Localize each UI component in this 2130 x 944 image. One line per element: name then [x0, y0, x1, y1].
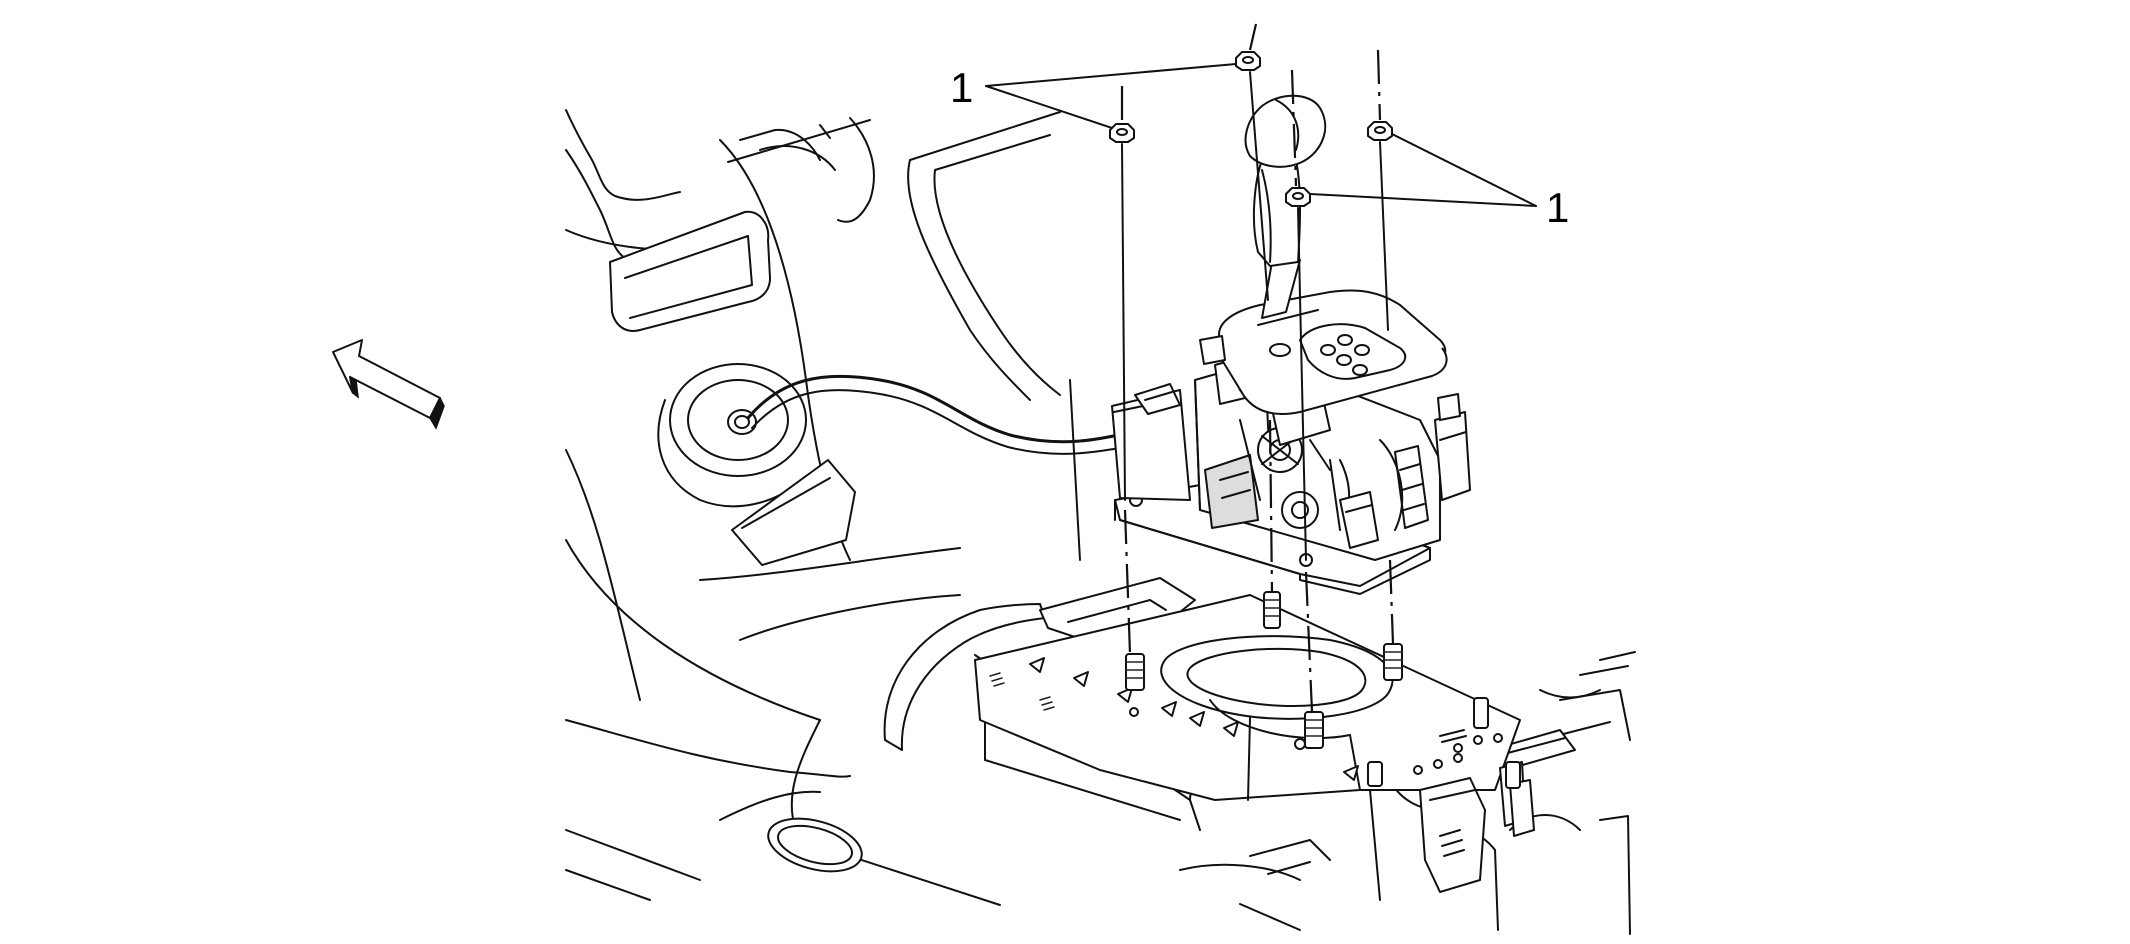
vehicle-floor-structure: [565, 109, 1636, 935]
small-bolts: [989, 672, 1503, 775]
shifter-mechanism: [1204, 357, 1471, 549]
floor-drain-plug: [767, 817, 863, 873]
forward-direction-arrow-icon: [332, 339, 445, 430]
retaining-clips: [1029, 657, 1359, 781]
seat-belt-buckle: [609, 210, 771, 332]
callout-leaders: [985, 63, 1537, 207]
nut-icon: [1109, 51, 1393, 207]
cable-grommet: [657, 363, 807, 508]
wiring-connector: [1419, 761, 1535, 893]
alignment-lines: [1120, 23, 1395, 713]
callout-label-right: 1: [1546, 184, 1569, 231]
callout-label-left: 1: [950, 64, 973, 111]
stud-icon: [1125, 591, 1521, 789]
shift-control-assembly: [1111, 94, 1471, 595]
floor-console-opening: [974, 594, 1535, 893]
